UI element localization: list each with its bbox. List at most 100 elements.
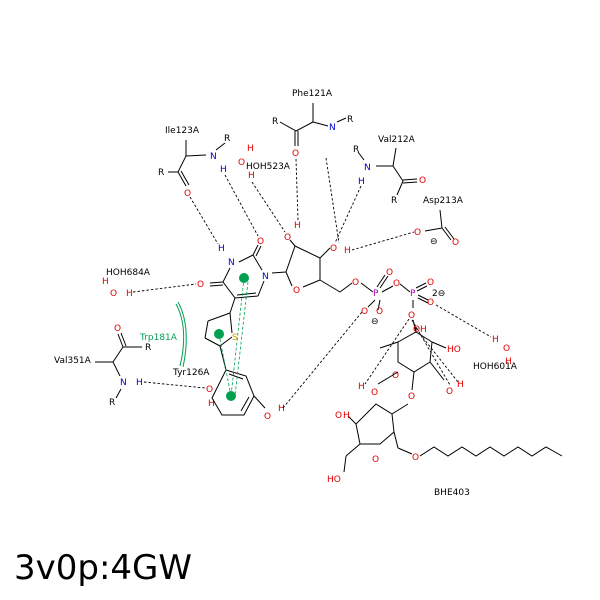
atom-o2-asp213: O bbox=[452, 238, 459, 248]
label-trp181: Trp181A bbox=[139, 333, 178, 343]
atom-h1-hoh523: H bbox=[247, 144, 254, 154]
ribose-ring: O O H O H O bbox=[271, 221, 359, 296]
label-val212: Val212A bbox=[378, 135, 416, 145]
atom-o-ribose: O bbox=[293, 286, 300, 296]
atom-r2-phe121: R bbox=[272, 117, 278, 127]
atom-n3-pyr: N bbox=[228, 258, 235, 268]
atom-n-val212: N bbox=[364, 163, 371, 173]
atom-h-phenol: H bbox=[278, 404, 285, 414]
atom-h2-hoh684: H bbox=[126, 289, 133, 299]
label-hoh523: HOH523A bbox=[246, 162, 291, 172]
atom-o-hoh684: O bbox=[110, 289, 117, 299]
atom-n-phe121: N bbox=[329, 123, 336, 133]
atom-o-ether: O bbox=[412, 453, 419, 463]
atom-oh-upper3: O bbox=[446, 387, 453, 397]
atom-o-ile123: O bbox=[184, 189, 191, 199]
atom-o-ring-upper: O bbox=[392, 371, 399, 381]
label-hoh684: HOH684A bbox=[106, 268, 151, 278]
atom-h3-ribose: H bbox=[344, 246, 351, 256]
atom-h3-pyr: H bbox=[218, 244, 225, 254]
atom-n-val351: N bbox=[120, 378, 127, 388]
atom-h-upper3: H bbox=[457, 380, 464, 390]
atom-h-val212: H bbox=[358, 177, 365, 187]
atom-o3-ribose: O bbox=[330, 244, 337, 254]
atom-r-phe121: R bbox=[347, 115, 353, 125]
atom-o-p1b: O bbox=[361, 307, 368, 317]
label-ile123: Ile123A bbox=[165, 126, 200, 136]
atom-o-hoh523: O bbox=[238, 158, 245, 168]
water-hoh601: H O H HOH601A bbox=[473, 335, 518, 372]
atom-o-tyr126: O bbox=[206, 385, 213, 395]
pi-stacking bbox=[214, 273, 249, 401]
hydrogen-bonds bbox=[132, 157, 492, 409]
residue-val212: Val212A N R H O R bbox=[353, 135, 426, 206]
atom-o5-ribose: O bbox=[352, 278, 359, 288]
atom-h-lower1: H bbox=[343, 411, 350, 421]
atom-charge-p2: 2⊖ bbox=[432, 289, 445, 299]
atom-o-val212: O bbox=[419, 176, 426, 186]
atom-h-upper4: H bbox=[358, 382, 365, 392]
atom-o-bridge: O bbox=[393, 279, 400, 289]
atom-o-ring-lower: O bbox=[372, 455, 379, 465]
atom-o-phe121: O bbox=[292, 149, 299, 159]
thiophene-ring: S bbox=[204, 312, 238, 347]
atom-o-val351: O bbox=[114, 324, 121, 334]
atom-s-thiophene: S bbox=[232, 333, 238, 343]
atom-h2-ribose: H bbox=[294, 221, 301, 231]
label-tyr126: Tyr126A bbox=[172, 368, 210, 378]
atom-r2-val351: R bbox=[109, 398, 115, 408]
atom-o-p1a: O bbox=[386, 268, 393, 278]
atom-h2-hoh601: H bbox=[505, 357, 512, 367]
sugar-ring-upper: O H HO O H O O H O bbox=[358, 319, 464, 402]
atom-h2-hoh523: H bbox=[248, 171, 255, 181]
atom-h-upper1: H bbox=[420, 325, 427, 335]
pi-centroid-phenol bbox=[226, 391, 236, 401]
atom-o2-ribose: O bbox=[284, 233, 291, 243]
atom-n-ile123: N bbox=[210, 152, 217, 162]
diphosphate: P O O O ⊖ O P O 2⊖ O O bbox=[360, 268, 445, 327]
atom-o2-pyr: O bbox=[257, 237, 264, 247]
residue-phe121: Phe121A N R R O bbox=[272, 89, 353, 159]
label-val351: Val351A bbox=[54, 356, 92, 366]
page-title: 3v0p:4GW bbox=[14, 548, 193, 588]
residue-val351: Val351A O R N H R bbox=[54, 324, 151, 408]
atom-o-phenol: O bbox=[264, 412, 271, 422]
water-hoh523: H O H HOH523A bbox=[238, 144, 291, 181]
label-asp213: Asp213A bbox=[423, 196, 464, 206]
atom-o-p1c: O bbox=[376, 307, 383, 317]
atom-r2-val212: R bbox=[391, 196, 397, 206]
atom-p2: P bbox=[410, 289, 416, 299]
residue-ile123: Ile123A N R H R O bbox=[158, 126, 230, 199]
atom-h-ile123: H bbox=[220, 165, 227, 175]
label-phe121: Phe121A bbox=[292, 89, 333, 99]
atom-minus-p1: ⊖ bbox=[371, 317, 379, 327]
residue-asp213: Asp213A O ⊖ O bbox=[414, 196, 464, 248]
atom-minus-asp213: ⊖ bbox=[430, 237, 438, 247]
atom-h1-hoh601: H bbox=[492, 335, 499, 345]
atom-h-val351: H bbox=[136, 378, 143, 388]
atom-o-p2a: O bbox=[427, 278, 434, 288]
atom-ho-lower: HO bbox=[327, 475, 341, 485]
atom-oh-upper1: O bbox=[413, 325, 420, 335]
atom-r-ile123: R bbox=[224, 134, 230, 144]
atom-r-val351: R bbox=[145, 343, 151, 353]
atom-oh-upper2: HO bbox=[447, 345, 461, 355]
atom-o-p2b: O bbox=[427, 298, 434, 308]
atom-n1-pyr: N bbox=[262, 272, 269, 282]
atom-r-val212: R bbox=[353, 145, 359, 155]
atom-o-p2c: O bbox=[408, 311, 415, 321]
atom-r2-ile123: R bbox=[158, 168, 164, 178]
water-hoh684: HOH684A H O H bbox=[102, 268, 151, 299]
sugar-ring-lower: O H HO O O bbox=[327, 403, 563, 485]
atom-o-hoh601: O bbox=[503, 344, 510, 354]
atom-h1-hoh684: H bbox=[102, 277, 109, 287]
label-bhe403: BHE403 bbox=[434, 488, 470, 498]
atom-o-upper4: O bbox=[371, 388, 378, 398]
pyrimidine-ring: N O N H O bbox=[197, 237, 269, 314]
atom-h-tyr126: H bbox=[208, 399, 215, 409]
atom-o4-pyr: O bbox=[197, 280, 204, 290]
atom-oh-lower1: O bbox=[335, 411, 342, 421]
atom-o-glyco-upper: O bbox=[408, 392, 415, 402]
residue-trp181: Trp181A bbox=[139, 301, 187, 368]
